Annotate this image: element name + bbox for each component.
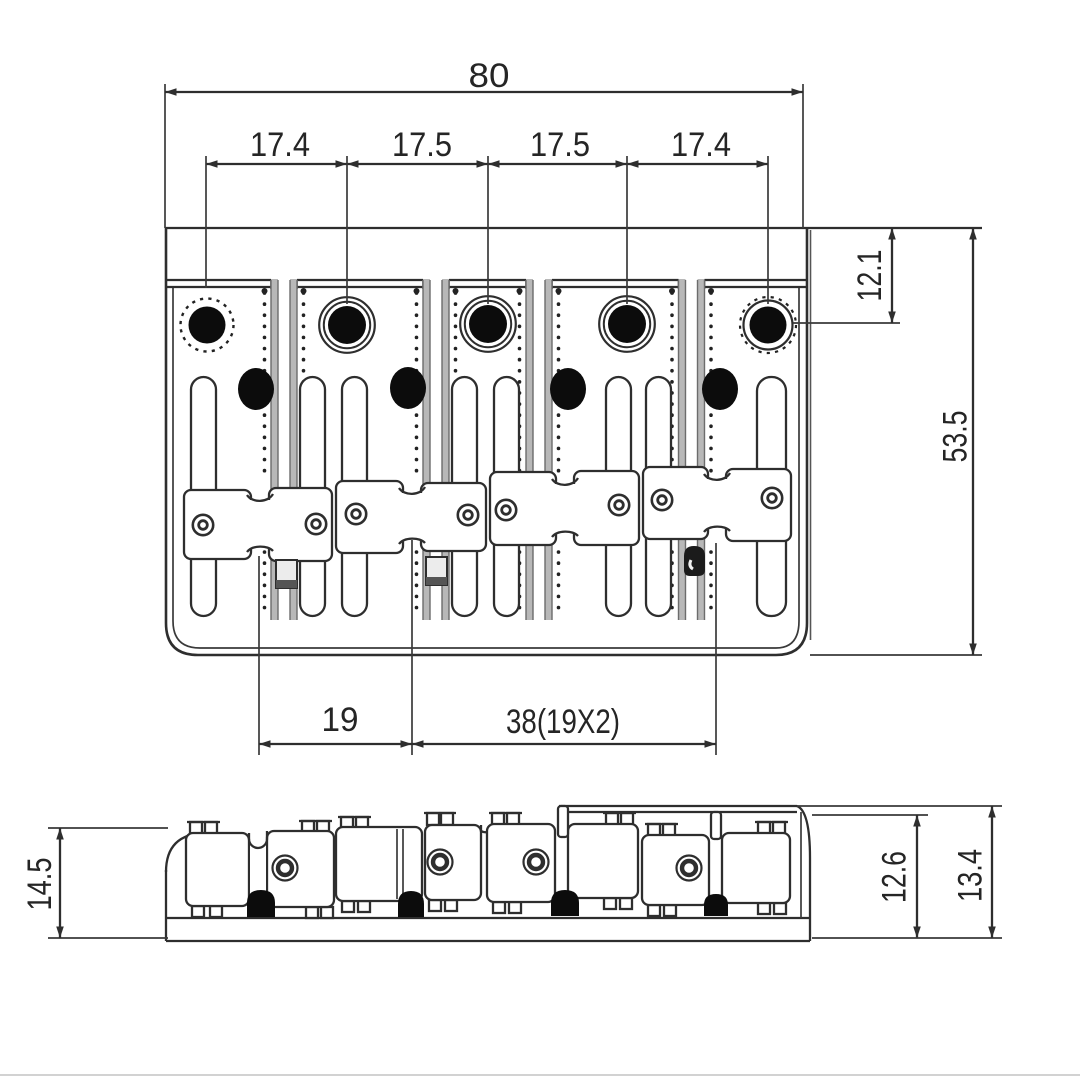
svg-text:14.5: 14.5 [21, 858, 59, 911]
svg-text:17.5: 17.5 [392, 126, 452, 164]
svg-text:12.1: 12.1 [851, 250, 889, 302]
svg-text:17.4: 17.4 [671, 126, 731, 164]
svg-text:38(19X2): 38(19X2) [506, 703, 620, 741]
svg-text:12.6: 12.6 [876, 851, 914, 903]
svg-text:17.4: 17.4 [250, 126, 310, 164]
svg-text:19: 19 [322, 701, 359, 739]
svg-text:13.4: 13.4 [952, 849, 990, 902]
svg-text:17.5: 17.5 [530, 126, 590, 164]
svg-text:80: 80 [469, 57, 510, 95]
svg-text:53.5: 53.5 [937, 411, 975, 463]
